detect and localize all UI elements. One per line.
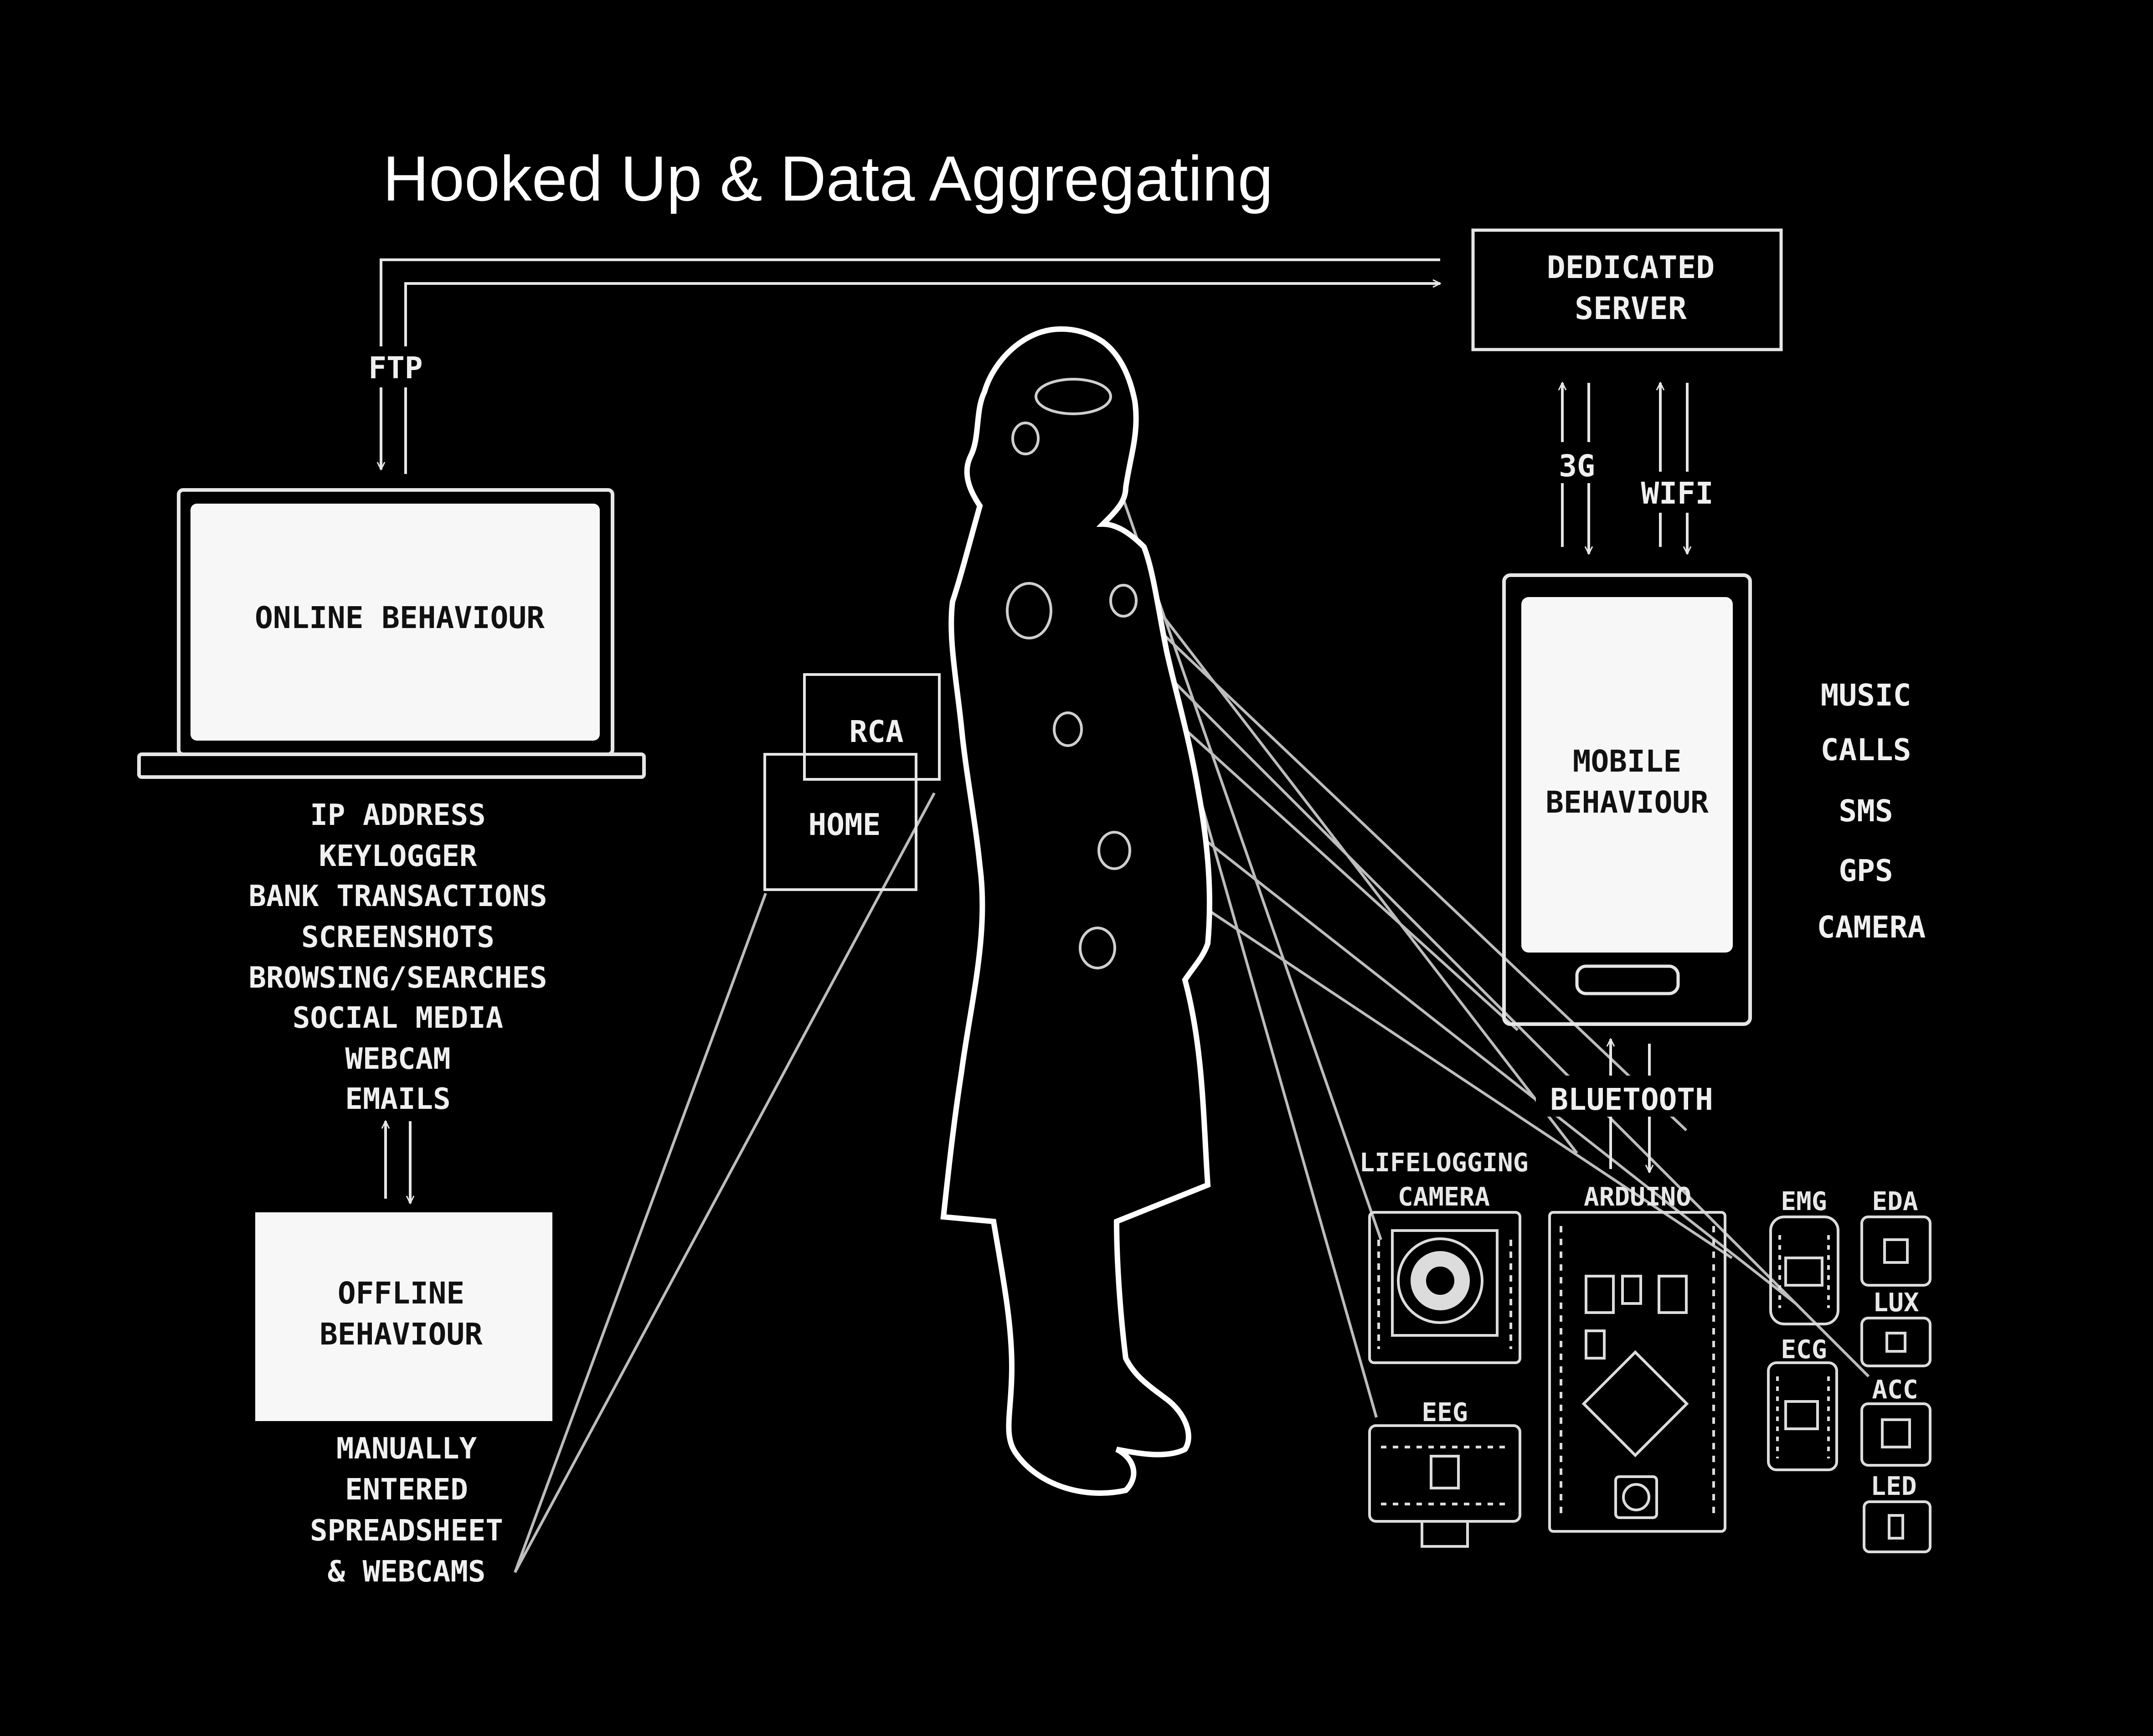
dedicated-server-label-line2: SERVER — [1575, 291, 1687, 327]
eda-label: EDA — [1872, 1187, 1918, 1216]
lifelogging-camera-label-line2: CAMERA — [1398, 1182, 1490, 1212]
list-item: SMS — [1839, 793, 1893, 829]
offline-behaviour-label-line2: BEHAVIOUR — [319, 1317, 483, 1352]
list-item: SOCIAL MEDIA — [293, 1001, 503, 1035]
ecg-board — [1767, 1361, 1838, 1471]
laptop-online-behaviour: ONLINE BEHAVIOUR — [137, 488, 646, 779]
list-item: GPS — [1839, 853, 1893, 888]
bluetooth-label-bg — [1536, 1076, 1727, 1117]
lifelogging-camera-board — [1368, 1211, 1521, 1364]
rca-home-nodes: RCA HOME — [763, 673, 941, 891]
list-item: MANUALLY — [336, 1432, 477, 1466]
ecg-label: ECG — [1781, 1335, 1827, 1365]
ftp-label-bg — [365, 346, 424, 387]
led-board — [1863, 1500, 1932, 1553]
online-offline-arrows — [386, 1121, 410, 1203]
eeg-label: EEG — [1422, 1398, 1468, 1427]
wifi-label: WIFI — [1641, 476, 1714, 511]
acc-board — [1860, 1402, 1932, 1467]
dedicated-server-label-line1: DEDICATED — [1547, 250, 1715, 286]
list-item: EMAILS — [345, 1082, 450, 1116]
list-item: SPREADSHEET — [310, 1514, 503, 1548]
online-items-list: IP ADDRESS KEYLOGGER BANK TRANSACTIONS S… — [248, 798, 547, 1116]
mobile-items-list: MUSIC CALLS SMS GPS CAMERA — [1817, 678, 1926, 945]
online-behaviour-label: ONLINE BEHAVIOUR — [255, 600, 545, 635]
3g-label: 3G — [1559, 448, 1595, 484]
acc-label: ACC — [1872, 1375, 1918, 1405]
led-label: LED — [1870, 1472, 1916, 1501]
lux-board — [1860, 1317, 1932, 1367]
ftp-label: FTP — [368, 350, 422, 386]
phone-mobile-behaviour: MOBILE BEHAVIOUR — [1502, 573, 1752, 1026]
arduino-label: ARDUINO — [1584, 1182, 1691, 1212]
wifi-label-bg — [1641, 472, 1714, 513]
emg-board — [1769, 1216, 1839, 1325]
3g-label-bg — [1550, 442, 1604, 483]
rca-label: RCA — [849, 714, 903, 749]
lux-label: LUX — [1873, 1288, 1919, 1318]
list-item: BANK TRANSACTIONS — [248, 880, 547, 913]
list-item: BROWSING/SEARCHES — [248, 961, 547, 995]
ftp-link — [381, 258, 1440, 474]
list-item: MUSIC — [1821, 678, 1911, 713]
mobile-behaviour-label-line2: BEHAVIOUR — [1545, 785, 1709, 820]
home-label: HOME — [809, 807, 881, 842]
dedicated-server-node: DEDICATED SERVER — [1471, 228, 1783, 351]
eeg-board — [1368, 1424, 1521, 1548]
eda-board — [1860, 1216, 1932, 1287]
list-item: KEYLOGGER — [319, 840, 477, 873]
list-item: CAMERA — [1817, 910, 1926, 945]
bluetooth-label: BLUETOOTH — [1550, 1082, 1713, 1117]
list-item: SCREENSHOTS — [301, 921, 494, 954]
list-item: ENTERED — [345, 1473, 468, 1507]
lifelogging-camera-label-line1: LIFELOGGING — [1360, 1148, 1529, 1178]
offline-behaviour-node: OFFLINE BEHAVIOUR — [255, 1212, 552, 1421]
arduino-board — [1548, 1211, 1726, 1533]
offline-behaviour-label-line1: OFFLINE — [338, 1276, 464, 1311]
list-item: & WEBCAMS — [328, 1555, 486, 1589]
sensor-labels: LIFELOGGING CAMERA ARDUINO EMG EDA LUX E… — [1360, 1148, 1919, 1501]
emg-label: EMG — [1781, 1187, 1827, 1216]
diagram-title: Hooked Up & Data Aggregating — [383, 143, 1273, 214]
list-item: WEBCAM — [345, 1042, 450, 1076]
offline-items-list: MANUALLY ENTERED SPREADSHEET & WEBCAMS — [310, 1432, 503, 1589]
person-silhouette — [940, 326, 1212, 1496]
mobile-behaviour-label-line1: MOBILE — [1573, 744, 1681, 779]
list-item: CALLS — [1821, 732, 1911, 768]
list-item: IP ADDRESS — [310, 798, 485, 832]
